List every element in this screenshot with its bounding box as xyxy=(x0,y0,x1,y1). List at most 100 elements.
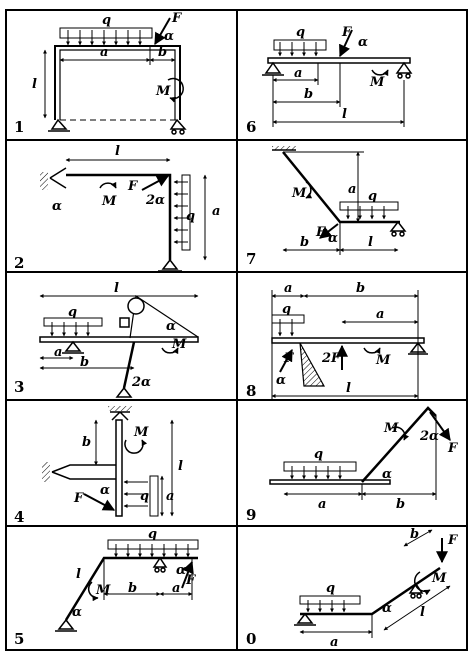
force-arrow xyxy=(339,29,353,58)
beam xyxy=(269,479,391,485)
distributed-load xyxy=(107,539,199,558)
label-alpha: α xyxy=(52,199,62,214)
label-F: F xyxy=(185,573,196,588)
label-a: a xyxy=(212,204,220,219)
moment-arrow xyxy=(124,439,148,454)
horizontal-link xyxy=(42,462,116,482)
force-arrow xyxy=(181,560,194,589)
label-alpha: α xyxy=(166,319,176,334)
wall-support xyxy=(40,167,67,190)
label-2alpha: 2α xyxy=(131,375,151,390)
label-a2: a xyxy=(376,307,384,322)
label-q: q xyxy=(326,581,335,596)
label-a: a xyxy=(294,66,302,81)
panel-6: q F α a M b l 6 xyxy=(246,25,413,136)
moment-arrow xyxy=(161,347,179,355)
panel-number: 7 xyxy=(246,250,256,268)
label-a: a xyxy=(166,489,174,504)
dimension-lines xyxy=(65,158,207,261)
inclined-member xyxy=(361,406,437,483)
label-F: F xyxy=(447,441,458,456)
label-b: b xyxy=(396,497,405,512)
label-a: a xyxy=(54,345,62,360)
ceiling-support xyxy=(272,146,296,151)
moment-arrow xyxy=(99,181,117,189)
force-arrow xyxy=(141,175,170,191)
force-arrow xyxy=(83,493,116,511)
panel-number: 4 xyxy=(14,508,24,526)
label-q: q xyxy=(140,489,149,504)
dimension-lines xyxy=(282,151,399,255)
label-l: l xyxy=(342,107,347,122)
supports xyxy=(262,61,413,79)
label-a: a xyxy=(100,45,108,60)
label-b: b xyxy=(304,87,313,102)
label-l: l xyxy=(346,381,351,396)
label-alpha: α xyxy=(72,605,82,620)
moment-arrow xyxy=(371,69,389,77)
beam xyxy=(271,337,425,344)
label-F: F xyxy=(171,11,182,26)
inclined-support xyxy=(299,342,326,387)
panel-7: M a q F α b l 7 xyxy=(246,146,407,268)
dimension-lines xyxy=(283,416,437,500)
label-q: q xyxy=(314,447,323,462)
label-b: b xyxy=(80,355,89,370)
label-q: q xyxy=(368,189,377,204)
label-M: M xyxy=(171,337,187,352)
panel-1: q F α a b l M 1 xyxy=(14,11,187,136)
supports xyxy=(158,258,182,272)
label-M: M xyxy=(155,84,171,99)
vertical-beam xyxy=(115,419,123,517)
label-F: F xyxy=(73,491,84,506)
dimension-lines xyxy=(299,529,451,638)
force-arrow xyxy=(319,223,339,239)
panel-3: l q α M a b 2α 3 xyxy=(14,281,199,398)
frame-structure xyxy=(66,173,172,260)
label-alpha: α xyxy=(276,373,286,388)
table-grid xyxy=(5,9,468,651)
moment-arrow xyxy=(363,347,381,355)
label-q: q xyxy=(68,305,77,320)
label-b: b xyxy=(128,581,137,596)
distributed-load xyxy=(271,314,305,337)
label-alpha: α xyxy=(164,29,174,44)
dimension-lines xyxy=(43,46,176,119)
label-q: q xyxy=(296,25,305,40)
supports xyxy=(55,556,168,632)
panel-number: 3 xyxy=(14,378,24,396)
label-M: M xyxy=(369,75,385,90)
label-alpha: α xyxy=(358,35,368,50)
panel-9: M 2α F q α a b 9 xyxy=(246,406,458,524)
label-alpha: α xyxy=(328,231,338,246)
label-l: l xyxy=(420,605,425,620)
distributed-load xyxy=(173,174,191,251)
label-F: F xyxy=(127,179,138,194)
label-2alpha: 2α xyxy=(419,429,439,444)
force-arrow xyxy=(279,348,293,373)
moment-arrow xyxy=(391,426,410,441)
label-M: M xyxy=(431,571,447,586)
force-arrow xyxy=(429,411,451,441)
label-b: b xyxy=(356,281,365,296)
label-alpha: α xyxy=(100,483,110,498)
distributed-load xyxy=(299,595,361,613)
panel-8: a b q a F 2F M α l 8 xyxy=(246,281,428,400)
supports xyxy=(62,340,133,398)
frame-structure xyxy=(54,45,181,120)
label-b: b xyxy=(300,235,309,250)
moment-arrow xyxy=(87,581,99,602)
label-b: b xyxy=(410,527,419,542)
label-l: l xyxy=(178,459,183,474)
distributed-load xyxy=(283,461,357,480)
distributed-load xyxy=(123,475,159,517)
label-M: M xyxy=(383,421,399,436)
label-M: M xyxy=(375,353,391,368)
ceiling-support xyxy=(108,406,132,421)
label-2alpha: 2α xyxy=(145,193,165,208)
label-alpha: α xyxy=(382,601,392,616)
label-q: q xyxy=(282,302,291,317)
label-b: b xyxy=(158,45,167,60)
panel-5: q l M α b a α F 5 xyxy=(14,527,199,648)
